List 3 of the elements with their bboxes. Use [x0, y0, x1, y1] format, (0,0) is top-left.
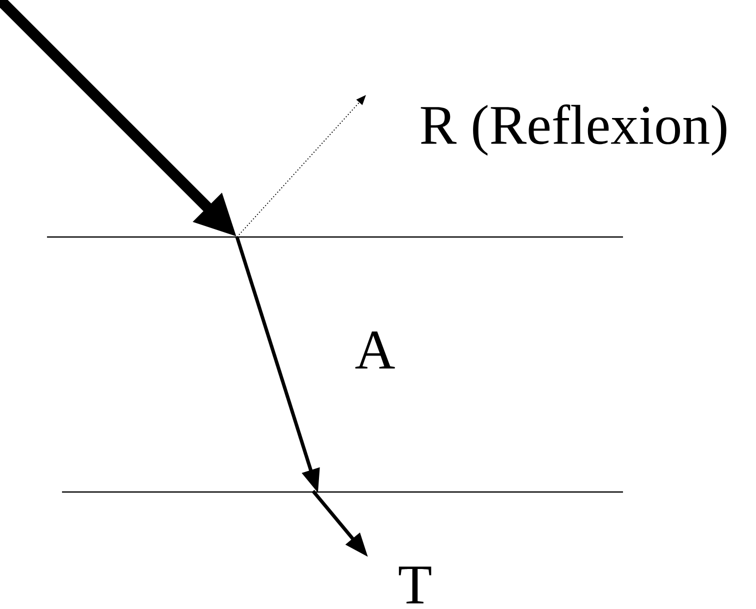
ray-label: T [398, 566, 432, 604]
layer-label: A [355, 332, 395, 368]
ray-label: R (Reflexion) [420, 104, 726, 156]
